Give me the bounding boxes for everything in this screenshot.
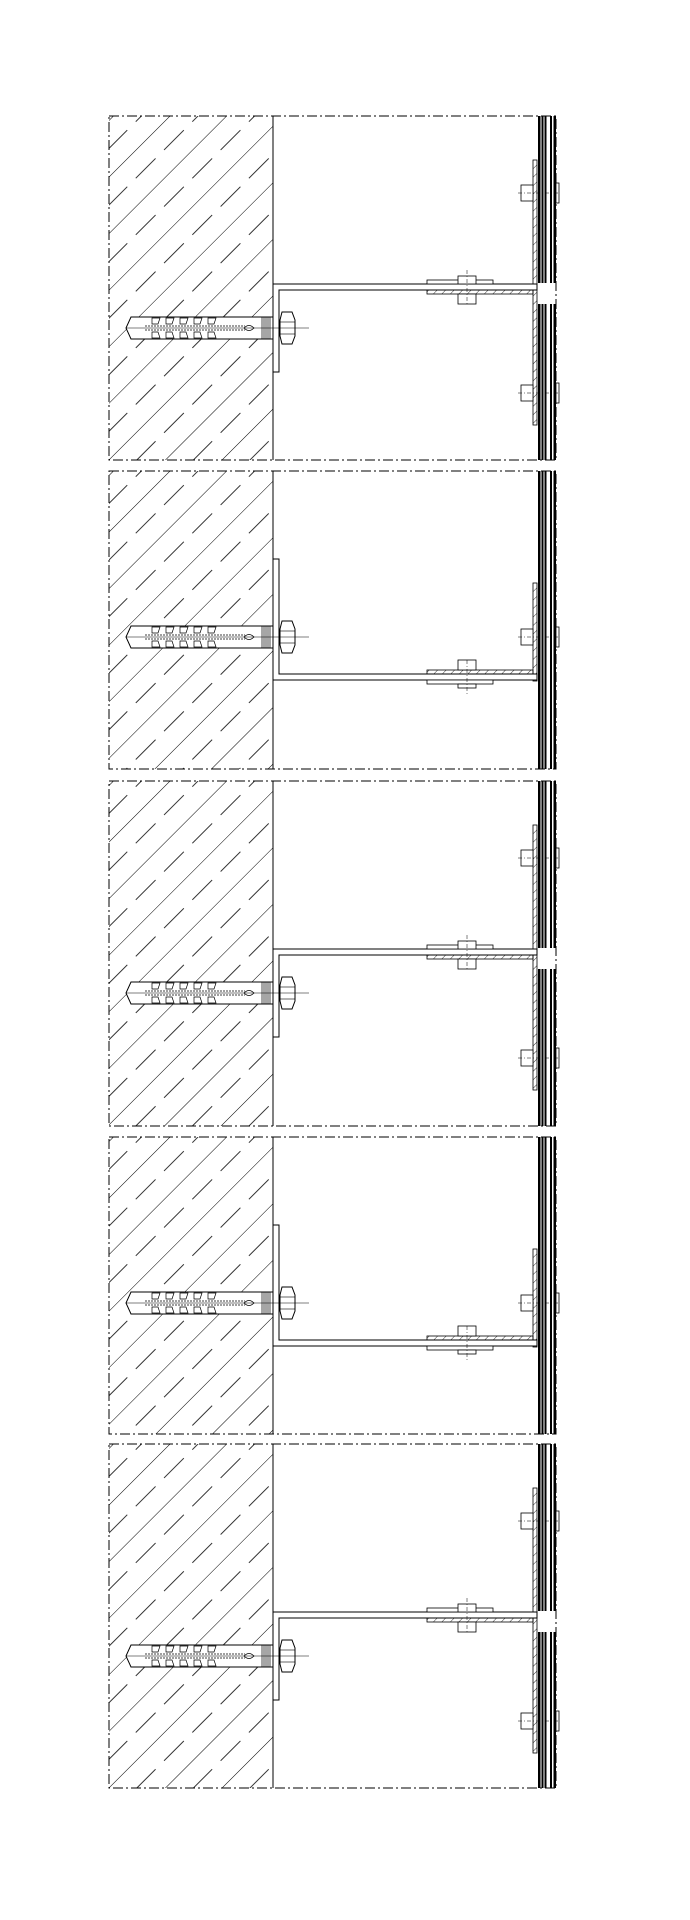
cladding-panel-strip <box>538 471 541 769</box>
dowel-expansion-tooth <box>179 626 189 648</box>
section-boundary <box>108 780 557 1127</box>
cladding-panel-strip <box>541 116 544 283</box>
vertical-profile <box>532 582 538 682</box>
dowel-expansion-tooth <box>165 982 175 1004</box>
cladding-panel-strip <box>541 1444 544 1611</box>
section-panel <box>108 1136 560 1435</box>
dowel-expansion-tooth <box>165 626 175 648</box>
cladding-panel-strip <box>550 116 552 283</box>
cladding-panel-strip <box>538 1444 541 1611</box>
cladding-panel-strip <box>544 471 547 769</box>
vertical-profile <box>532 159 538 426</box>
bracket-flange-plate <box>426 1335 534 1341</box>
cladding-panel-strip <box>538 116 541 283</box>
cladding-panel-strip <box>553 1137 556 1434</box>
dowel-expansion-tooth <box>193 626 203 648</box>
cladding-panel-strip <box>550 471 552 769</box>
cladding-panel-strip <box>553 471 556 769</box>
cladding-panel-strip <box>541 471 544 769</box>
washer-plate <box>426 679 494 685</box>
masonry-wall-hatch <box>109 1444 273 1788</box>
dowel-expansion-tooth <box>179 1645 189 1667</box>
vertical-profile <box>532 1248 538 1348</box>
dowel-expansion-tooth <box>179 317 189 339</box>
cladding-panel-strip <box>550 969 552 1126</box>
section-boundary <box>108 1443 557 1789</box>
cladding-panel-strip <box>538 304 541 460</box>
cladding-panel-strip <box>553 116 556 283</box>
l-bracket <box>272 558 538 681</box>
cladding-panel-strip <box>538 1632 541 1788</box>
dowel-expansion-tooth <box>151 982 161 1004</box>
dowel-expansion-tooth <box>207 317 217 339</box>
dowel-expansion-tooth <box>165 317 175 339</box>
cladding-panel-strip <box>553 304 556 460</box>
dowel-expansion-tooth <box>151 317 161 339</box>
l-bracket <box>272 1224 538 1347</box>
cladding-panel-strip <box>550 781 552 948</box>
cladding-panel-strip <box>553 1632 556 1788</box>
cladding-panel-strip <box>541 1632 544 1788</box>
masonry-wall-hatch <box>109 1137 273 1434</box>
masonry-wall-hatch <box>109 471 273 769</box>
cladding-panel-strip <box>541 1137 544 1434</box>
cladding-panel-strip <box>541 304 544 460</box>
cladding-panel-strip <box>538 781 541 948</box>
cladding-panel-strip <box>538 969 541 1126</box>
dowel-expansion-tooth <box>165 1645 175 1667</box>
section-panel <box>108 115 560 461</box>
dowel-expansion-tooth <box>193 982 203 1004</box>
dowel-expansion-tooth <box>193 317 203 339</box>
dowel-expansion-tooth <box>193 1292 203 1314</box>
section-panel <box>108 470 560 770</box>
bracket-flange-plate <box>426 1617 534 1623</box>
l-bracket <box>272 948 538 1038</box>
dowel-expansion-tooth <box>151 1292 161 1314</box>
vertical-profile <box>532 1487 538 1754</box>
cladding-panel-strip <box>544 1137 547 1434</box>
dowel-expansion-tooth <box>179 1292 189 1314</box>
washer-plate <box>426 1345 494 1351</box>
bracket-flange-plate <box>426 954 534 960</box>
cladding-panel-strip <box>550 304 552 460</box>
cladding-panel-strip <box>541 969 544 1126</box>
cladding-panel-strip <box>553 781 556 948</box>
masonry-wall-hatch <box>109 116 273 460</box>
cladding-panel-strip <box>550 1137 552 1434</box>
bracket-flange-plate <box>426 669 534 675</box>
dowel-expansion-tooth <box>165 1292 175 1314</box>
cladding-panel-strip <box>544 781 547 948</box>
section-panel <box>108 1443 560 1789</box>
cladding-panel-strip <box>553 969 556 1126</box>
cladding-panel-strip <box>544 969 547 1126</box>
l-bracket <box>272 1611 538 1701</box>
dowel-expansion-tooth <box>179 982 189 1004</box>
cladding-panel-strip <box>538 1137 541 1434</box>
cladding-panel-strip <box>544 1444 547 1611</box>
vertical-profile <box>532 824 538 1091</box>
cladding-panel-strip <box>544 116 547 283</box>
dowel-expansion-tooth <box>193 1645 203 1667</box>
dowel-expansion-tooth <box>207 626 217 648</box>
bracket-flange-plate <box>426 289 534 295</box>
dowel-expansion-tooth <box>207 982 217 1004</box>
masonry-wall-hatch <box>109 781 273 1126</box>
l-bracket <box>272 283 538 373</box>
dowel-expansion-tooth <box>207 1292 217 1314</box>
dowel-expansion-tooth <box>151 1645 161 1667</box>
cladding-panel-strip <box>541 781 544 948</box>
dowel-expansion-tooth <box>151 626 161 648</box>
dowel-expansion-tooth <box>207 1645 217 1667</box>
section-panel <box>108 780 560 1127</box>
section-boundary <box>108 115 557 461</box>
cladding-panel-strip <box>550 1632 552 1788</box>
cladding-panel-strip <box>544 1632 547 1788</box>
cladding-panel-strip <box>550 1444 552 1611</box>
cladding-panel-strip <box>553 1444 556 1611</box>
cladding-panel-strip <box>544 304 547 460</box>
